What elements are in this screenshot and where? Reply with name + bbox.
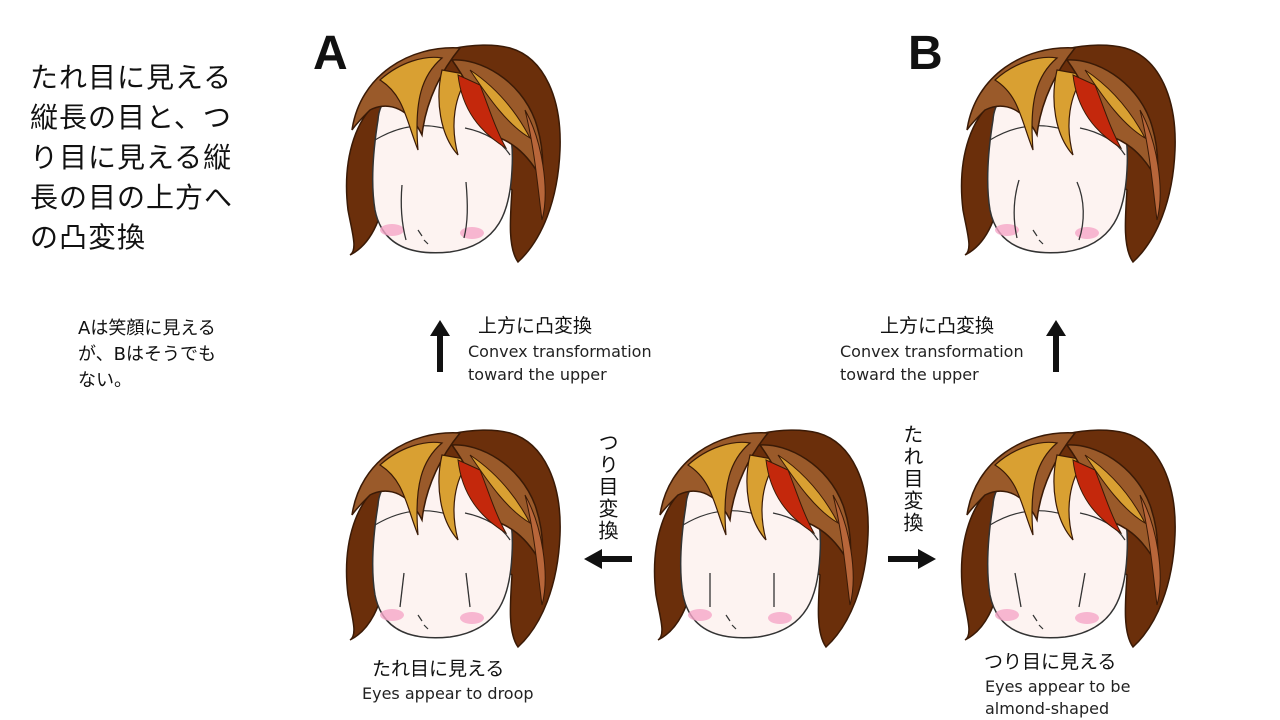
upward-caption-en2-left: toward the upper <box>468 365 607 384</box>
note-text: Aは笑顔に見える が、Bはそうでも ない。 <box>78 318 216 391</box>
arrow-up-icon <box>430 320 450 372</box>
face-almond <box>960 429 1176 648</box>
left-transform-label: つり目変換 <box>595 432 619 542</box>
arrow-left-icon <box>584 549 632 569</box>
bottom-right-caption-en2: almond-shaped <box>985 699 1110 718</box>
arrow-up-icon <box>1046 320 1066 372</box>
upward-caption-jp-right: 上方に凸変換 <box>880 315 995 337</box>
upward-caption-jp-left: 上方に凸変換 <box>478 315 593 337</box>
panel-label-b: B <box>908 27 943 80</box>
upward-caption-en1-right: Convex transformation <box>840 342 1024 361</box>
bottom-left-caption-jp: たれ目に見える <box>372 658 505 680</box>
upward-caption-en2-right: toward the upper <box>840 365 979 384</box>
upward-caption-en1-left: Convex transformation <box>468 342 652 361</box>
bottom-left-caption-en: Eyes appear to droop <box>362 684 534 703</box>
face-b <box>960 44 1176 263</box>
bottom-right-caption-en1: Eyes appear to be <box>985 677 1131 696</box>
main-title: たれ目に見える 縦長の目と、つ り目に見える縦 長の目の上方へ の凸変換 <box>30 61 234 254</box>
arrow-right-icon <box>888 549 936 569</box>
face-original <box>653 429 869 648</box>
face-droopy <box>345 429 561 648</box>
right-transform-label: たれ目変換 <box>900 424 924 534</box>
bottom-right-caption-jp: つり目に見える <box>984 651 1117 673</box>
face-a <box>345 44 561 263</box>
panel-label-a: A <box>313 27 348 80</box>
